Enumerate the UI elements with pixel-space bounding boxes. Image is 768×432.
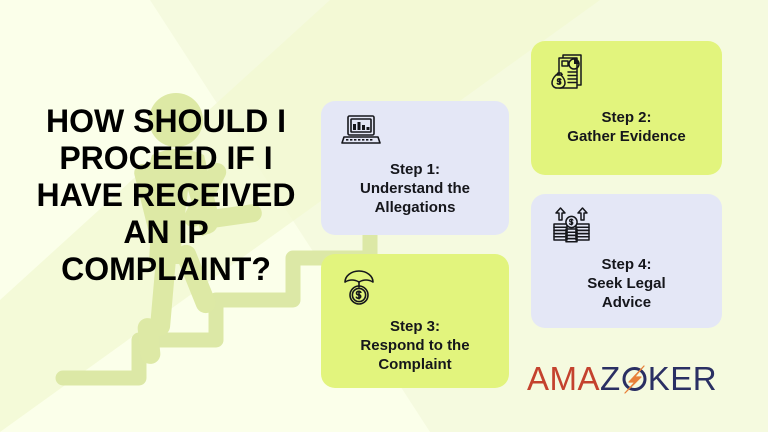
card-step-3[interactable]: Step 3: Respond to the Complaint xyxy=(321,254,509,388)
card-step-4[interactable]: Step 4: Seek Legal Advice xyxy=(531,194,722,328)
card-step-2[interactable]: Step 2: Gather Evidence xyxy=(531,41,722,175)
logo-text-ker: KER xyxy=(647,359,718,397)
card-step-1[interactable]: Step 1: Understand the Allegations xyxy=(321,101,509,235)
card-step-2-label: Step 2: Gather Evidence xyxy=(567,109,686,146)
card-step-1-label: Step 1: Understand the Allegations xyxy=(359,161,470,217)
page-title: HOW SHOULD I PROCEED IF I HAVE RECEIVED … xyxy=(16,103,316,288)
logo-text-ama: AMA xyxy=(527,359,601,397)
amazoker-logo[interactable]: AMA Z KER xyxy=(527,358,717,398)
document-money-bag-icon xyxy=(551,53,708,96)
logo-text-z: Z xyxy=(600,359,621,397)
card-step-4-label: Step 4: Seek Legal Advice xyxy=(587,256,666,312)
page-title-text: HOW SHOULD I PROCEED IF I HAVE RECEIVED … xyxy=(36,103,296,287)
laptop-chart-icon xyxy=(341,113,495,154)
card-step-3-label: Step 3: Respond to the Complaint xyxy=(360,318,470,374)
coin-stacks-arrows-icon xyxy=(551,206,708,249)
umbrella-coin-icon xyxy=(341,266,495,311)
bolt-in-circle-icon xyxy=(621,362,648,395)
